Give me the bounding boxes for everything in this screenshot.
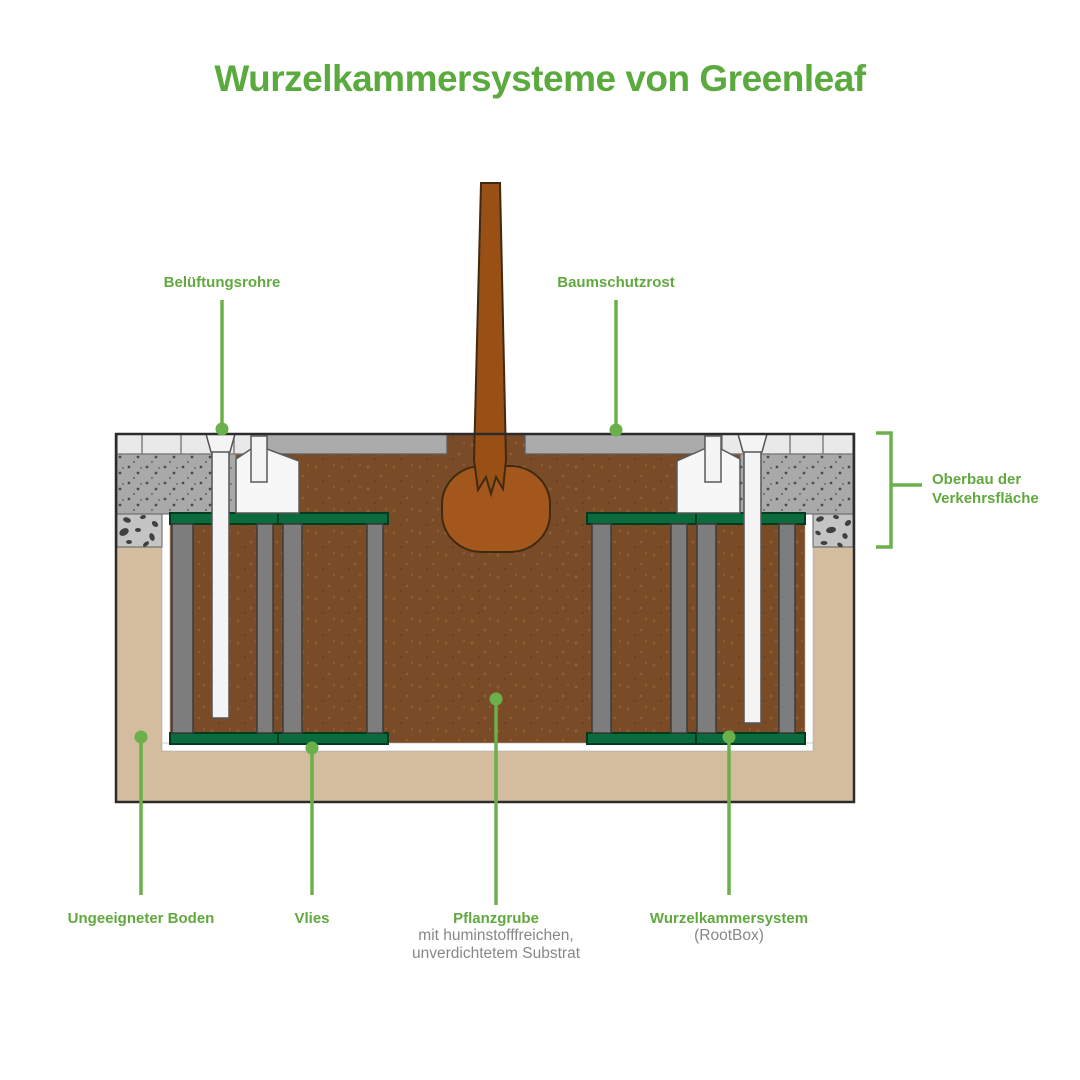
tree-grate-right xyxy=(524,433,706,455)
funnel-stub-left xyxy=(250,435,268,483)
label-ungeeigneter-boden: Ungeeigneter Boden xyxy=(67,910,215,927)
label-pflanzgrube-sub2: unverdichtetem Substrat xyxy=(411,945,581,962)
label-oberbau: Oberbau der Verkehrsfläche xyxy=(932,470,1039,508)
label-oberbau-line1: Oberbau der xyxy=(932,471,1022,488)
gravel-layer-left xyxy=(116,513,163,548)
ventilation-pipe-right xyxy=(737,433,768,724)
page-title: Wurzelkammersysteme von Greenleaf xyxy=(214,58,866,99)
label-wurzelkammersystem-title: Wurzelkammersystem xyxy=(649,910,809,927)
rootbox-columns xyxy=(171,523,796,734)
oberbau-bracket xyxy=(876,431,893,549)
label-belueftungsrohre: Belüftungsrohre xyxy=(163,274,281,291)
label-wurzelkammersystem-sub: (RootBox) xyxy=(694,927,764,944)
label-baumschutzrost: Baumschutzrost xyxy=(557,274,675,291)
label-pflanzgrube-title: Pflanzgrube xyxy=(453,910,539,927)
excavation-outline xyxy=(114,432,856,804)
tree-grate-left xyxy=(266,433,448,455)
funnel-stub-right xyxy=(704,435,722,483)
label-wurzelkammersystem: Wurzelkammersystem (RootBox) xyxy=(650,910,808,945)
label-oberbau-line2: Verkehrsfläche xyxy=(932,490,1039,507)
label-pflanzgrube: Pflanzgrube mit huminstofffreichen, unve… xyxy=(412,910,580,963)
tree-trunk xyxy=(472,182,508,498)
gravel-layer-right xyxy=(812,513,854,548)
label-pflanzgrube-sub1: mit huminstofffreichen, xyxy=(418,927,574,944)
paver-row-left xyxy=(116,433,268,455)
label-vlies: Vlies xyxy=(294,910,330,927)
callout-leaders xyxy=(134,300,922,905)
